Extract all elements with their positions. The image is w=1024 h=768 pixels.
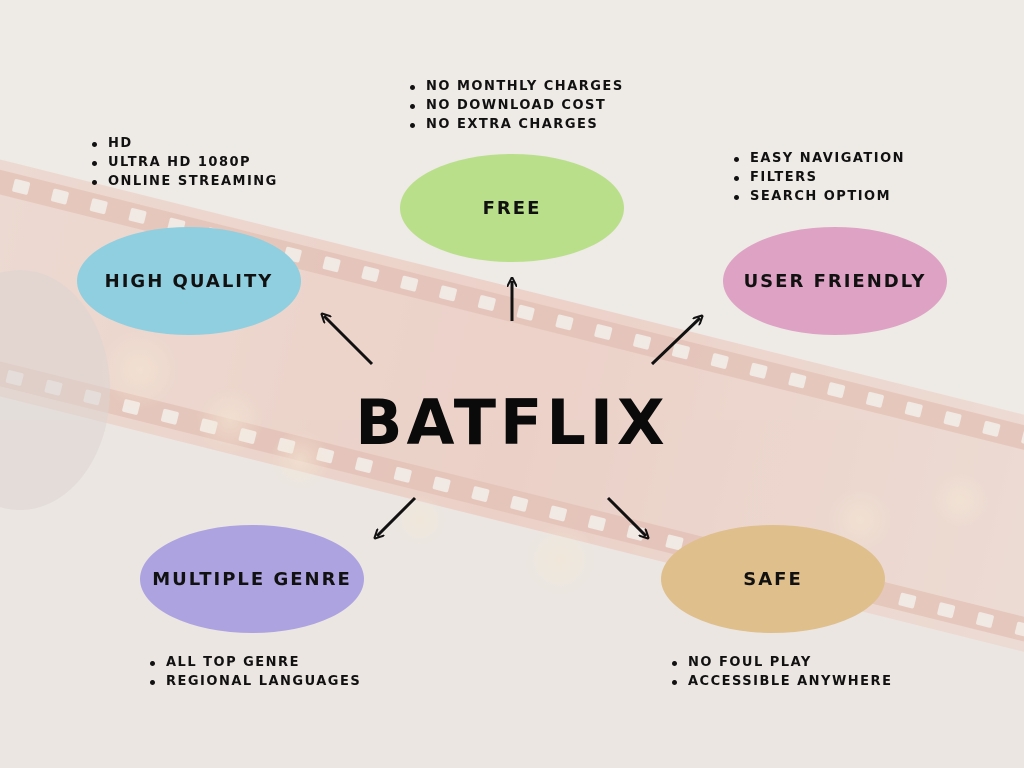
list-item: FILTERS [732,168,905,187]
arrow-to-user-friendly [650,318,700,366]
node-multiple-genre-label: MULTIPLE GENRE [152,568,352,590]
node-high-quality: HIGH QUALITY [77,227,301,335]
node-free-label: FREE [482,197,542,219]
multiple-genre-bullets: ALL TOP GENRE REGIONAL LANGUAGES [148,653,361,691]
arrow-to-high-quality [324,316,374,366]
list-item: NO EXTRA CHARGES [408,115,624,134]
list-item: REGIONAL LANGUAGES [148,672,361,691]
list-item: SEARCH OPTIOM [732,187,905,206]
high-quality-bullets: HD ULTRA HD 1080P ONLINE STREAMING [90,134,278,191]
node-user-friendly: USER FRIENDLY [723,227,947,335]
list-item: HD [90,134,278,153]
list-item: NO DOWNLOAD COST [408,96,624,115]
arrow-to-safe [606,496,646,536]
center-title: BATFLIX [355,386,669,459]
node-multiple-genre: MULTIPLE GENRE [140,525,364,633]
node-free: FREE [400,154,624,262]
list-item: ALL TOP GENRE [148,653,361,672]
node-safe: SAFE [661,525,885,633]
list-item: NO FOUL PLAY [670,653,892,672]
list-item: NO MONTHLY CHARGES [408,77,624,96]
node-user-friendly-label: USER FRIENDLY [743,270,927,292]
arrow-to-multiple-genre [377,496,417,536]
free-bullets: NO MONTHLY CHARGES NO DOWNLOAD COST NO E… [408,77,624,134]
list-item: ONLINE STREAMING [90,172,278,191]
node-safe-label: SAFE [743,568,803,590]
list-item: EASY NAVIGATION [732,149,905,168]
list-item: ACCESSIBLE ANYWHERE [670,672,892,691]
node-high-quality-label: HIGH QUALITY [104,270,274,292]
user-friendly-bullets: EASY NAVIGATION FILTERS SEARCH OPTIOM [732,149,905,206]
list-item: ULTRA HD 1080P [90,153,278,172]
safe-bullets: NO FOUL PLAY ACCESSIBLE ANYWHERE [670,653,892,691]
